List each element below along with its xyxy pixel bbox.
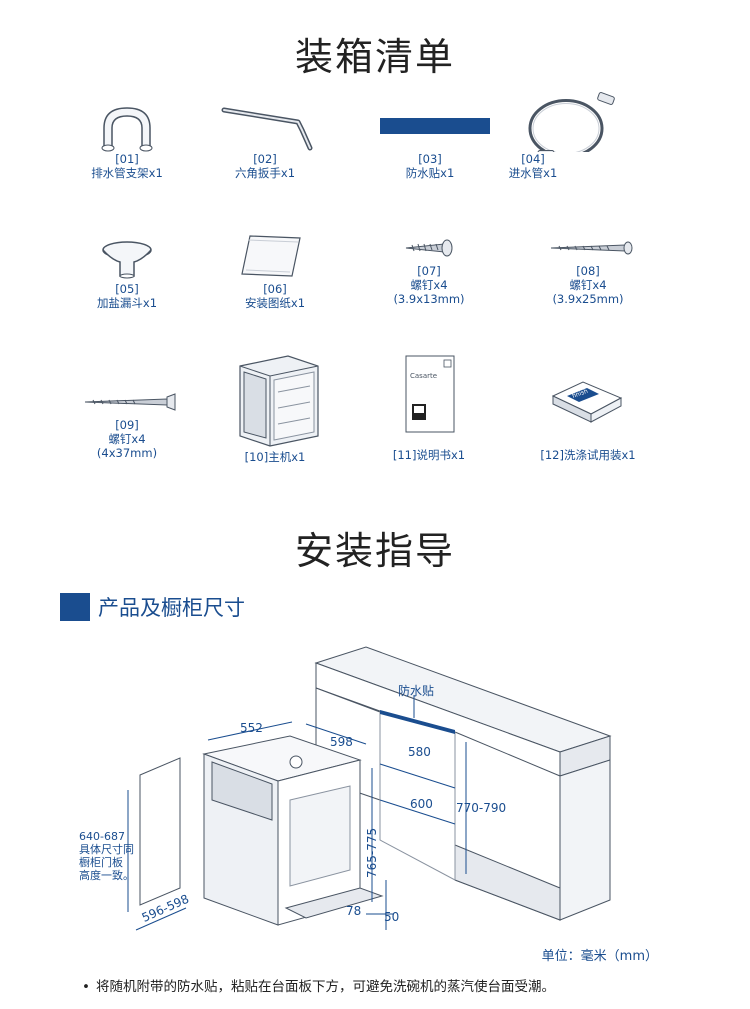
drain-bracket-icon: [101, 107, 153, 152]
item-label: 排水管支架x1: [91, 166, 163, 180]
dim-770-790: 770-790: [456, 801, 507, 815]
waterproof-strip-icon: [380, 118, 490, 134]
item-label: 加盐漏斗x1: [96, 296, 158, 310]
item-detergent-sample: finish [12]洗涤试用装x1: [513, 376, 663, 462]
dim-600: 600: [410, 797, 433, 811]
item-install-drawing: [06] 安装图纸x1: [200, 230, 350, 310]
item-screw-medium: [08] 螺钉x4 (3.9x25mm): [513, 232, 663, 306]
dim-50: 50: [384, 910, 400, 924]
packing-title: 装箱清单: [294, 35, 455, 79]
item-number: [08]: [576, 264, 600, 278]
item-number: [05]: [115, 282, 139, 296]
dim-598: 598: [330, 735, 353, 749]
item-screw-long: [09] 螺钉x4 (4x37mm): [52, 386, 202, 460]
item-label: [11]说明书x1: [392, 448, 466, 462]
inlet-hose-icon: [528, 92, 615, 152]
item-size: (4x37mm): [96, 446, 158, 460]
item-label: 防水贴x1: [405, 166, 455, 180]
item-manual: Casarte [11]说明书x1: [354, 352, 504, 462]
bullet-icon: •: [82, 979, 90, 995]
footnote-text: 将随机附带的防水贴，粘贴在台面板下方，可避免洗碗机的蒸汽使台面受潮。: [95, 979, 555, 995]
panel-note: 640-687 具体尺寸同 橱柜门板 高度一致。: [79, 830, 134, 882]
item-inlet-hose: [04] 进水管x1: [478, 92, 628, 180]
panel-note-line: 640-687: [79, 830, 125, 843]
panel-note-line: 具体尺寸同: [79, 843, 134, 856]
manual-brand: Casarte: [410, 372, 437, 380]
screw-long-icon: [84, 393, 176, 411]
salt-funnel-icon: [102, 241, 152, 279]
dim-552: 552: [240, 721, 263, 735]
hex-wrench-icon: [221, 107, 313, 151]
manual-icon: Casarte: [405, 355, 455, 433]
section-header: 产品及橱柜尺寸: [60, 592, 245, 622]
dimension-diagram: [127, 646, 612, 931]
detergent-sample-icon: finish: [551, 381, 623, 423]
item-label: [10]主机x1: [244, 450, 306, 464]
panel-note-line: 高度一致。: [79, 869, 134, 882]
dim-580: 580: [408, 745, 431, 759]
item-number: [07]: [417, 264, 441, 278]
item-hex-wrench: [02] 六角扳手x1: [190, 100, 340, 180]
item-number: [02]: [253, 152, 277, 166]
item-number: [03]: [418, 152, 442, 166]
item-number: [06]: [263, 282, 287, 296]
item-number: [09]: [115, 418, 139, 432]
section-title: 产品及橱柜尺寸: [98, 596, 245, 620]
dishwasher-unit-icon: [239, 355, 319, 447]
screw-short-icon: [405, 239, 453, 257]
item-dishwasher-unit: [10]主机x1: [200, 352, 350, 464]
panel-note-line: 橱柜门板: [79, 856, 123, 869]
item-drain-bracket: [01] 排水管支架x1: [52, 100, 202, 180]
item-label: 六角扳手x1: [234, 166, 296, 180]
install-drawing-icon: [241, 235, 301, 277]
dim-765-775: 765-775: [365, 827, 379, 878]
screw-medium-icon: [550, 241, 633, 255]
item-number: [01]: [115, 152, 139, 166]
dim-78: 78: [346, 904, 362, 918]
section-marker: [60, 593, 90, 621]
unit-label: 单位：毫米（mm）: [541, 949, 658, 964]
item-salt-funnel: [05] 加盐漏斗x1: [52, 232, 202, 310]
item-label: 进水管x1: [508, 166, 558, 180]
item-label: 螺钉x4: [569, 278, 607, 292]
item-size: (3.9x13mm): [393, 292, 465, 306]
install-title: 安装指导: [294, 529, 455, 573]
item-label: 螺钉x4: [410, 278, 448, 292]
item-size: (3.9x25mm): [552, 292, 624, 306]
item-label: [12]洗涤试用装x1: [540, 448, 636, 462]
footnote: • 将随机附带的防水贴，粘贴在台面板下方，可避免洗碗机的蒸汽使台面受潮。: [82, 975, 555, 995]
item-label: 螺钉x4: [108, 432, 146, 446]
item-number: [04]: [521, 152, 545, 166]
dim-waterproof: 防水贴: [398, 684, 435, 698]
item-label: 安装图纸x1: [244, 296, 306, 310]
item-screw-short: [07] 螺钉x4 (3.9x13mm): [354, 232, 504, 306]
item-waterproof-strip: [03] 防水贴x1: [355, 100, 505, 180]
